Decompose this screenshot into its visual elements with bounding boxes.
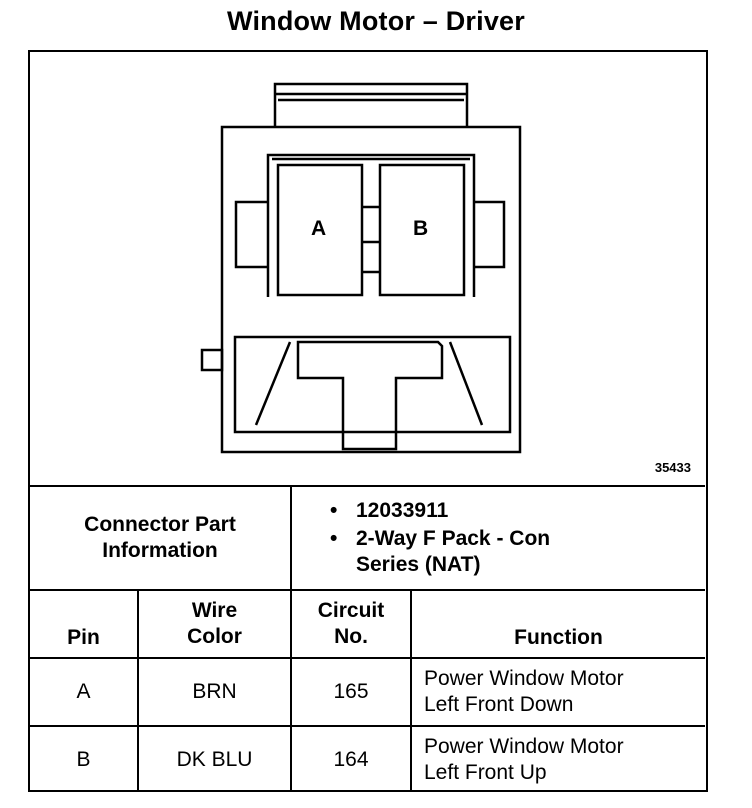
bullet-icon: • (330, 499, 338, 522)
pin-cell: A (30, 657, 139, 727)
connector-info-frame: A B 35433 Connector Part Information • 1… (28, 50, 708, 792)
bullet-icon: • (330, 527, 338, 550)
connector-part-info: • 12033911 • 2-Way F Pack - Con Series (… (289, 485, 706, 591)
connector-face-diagram: A B 35433 (30, 52, 705, 485)
header-circuit-no: Circuit No. (290, 589, 412, 659)
circuit-cell: 164 (290, 725, 412, 792)
table-row: B DK BLU 164 Power Window Motor Left Fro… (30, 725, 706, 792)
header-circuit-line2: No. (334, 625, 368, 648)
series-text-line2: Series (NAT) (356, 553, 481, 576)
connector-series: • 2-Way F Pack - Con Series (NAT) (330, 526, 705, 578)
header-wire-color: Wire Color (137, 589, 292, 659)
cavity-b (378, 163, 466, 297)
header-wire-line1: Wire (191, 599, 238, 622)
page-title: Window Motor – Driver (227, 6, 525, 36)
housing-outline (220, 125, 522, 454)
connector-part-label: Connector Part Information (30, 485, 292, 591)
table-row: A BRN 165 Power Window Motor Left Front … (30, 657, 706, 727)
top-latch (273, 82, 469, 127)
wire-color-cell: DK BLU (137, 725, 292, 792)
circuit-cell: 165 (290, 657, 412, 727)
lower-panel (233, 335, 512, 434)
figure-number: 35433 (654, 460, 691, 475)
left-rib (234, 200, 268, 269)
keying-t (296, 340, 444, 451)
wire-color-cell: BRN (137, 657, 292, 727)
connector-part-label-line2: Information (102, 539, 218, 562)
header-circuit-line1: Circuit (317, 599, 385, 622)
cavity-recess (266, 153, 476, 297)
function-line1: Power Window Motor (424, 667, 624, 690)
header-wire-line2: Color (187, 625, 242, 648)
function-line2: Left Front Up (424, 760, 547, 784)
cavity-label-a: A (311, 217, 327, 240)
header-row: Pin Wire Color Circuit No. Function (30, 589, 706, 659)
series-text-line1: 2-Way F Pack - Con (356, 527, 551, 550)
chamfer-left (254, 341, 292, 426)
function-line2: Left Front Down (424, 693, 574, 716)
connector-part-row: Connector Part Information • 12033911 • … (30, 485, 706, 591)
connector-drawing (200, 82, 522, 454)
function-cell: Power Window Motor Left Front Up (409, 725, 706, 792)
cavity-a (276, 163, 364, 297)
header-pin: Pin (30, 589, 139, 659)
side-nub (200, 348, 224, 372)
header-function: Function (409, 589, 706, 659)
pin-cell: B (30, 725, 139, 792)
cavity-label-b: B (413, 217, 429, 240)
connector-table: Connector Part Information • 12033911 • … (30, 485, 706, 792)
connector-part-number: • 12033911 (330, 498, 705, 524)
chamfer-right (448, 341, 484, 426)
function-cell: Power Window Motor Left Front Down (409, 657, 706, 727)
connector-part-label-line1: Connector Part (84, 513, 236, 536)
right-rib (474, 200, 506, 269)
part-number-text: 12033911 (356, 499, 449, 522)
function-line1: Power Window Motor (424, 734, 624, 758)
